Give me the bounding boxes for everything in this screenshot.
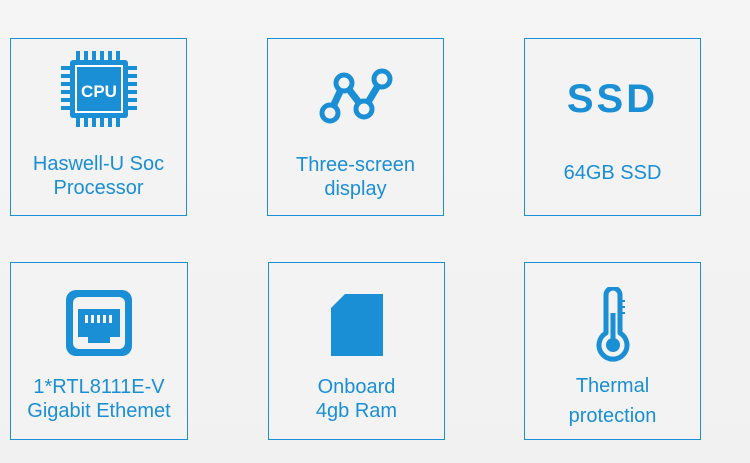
feature-label-line: display [324, 178, 387, 200]
feature-label-line: Processor [53, 177, 144, 199]
feature-label-ethernet: 1*RTL8111E-V Gigabit Ethemet [11, 375, 187, 423]
thermometer-icon [525, 287, 700, 363]
feature-label-line: Haswell-U Soc [32, 153, 165, 175]
ssd-icon-text: SSD [566, 77, 659, 121]
cpu-chip-text: CPU [81, 82, 117, 101]
cpu-chip-icon: CPU [11, 49, 186, 129]
feature-label-ram: Onboard 4gb Ram [269, 375, 444, 423]
ssd-text-icon: SSD [525, 77, 700, 122]
feature-label-cpu: Haswell-U Soc Processor [11, 152, 186, 200]
feature-label-line: protection [568, 405, 657, 427]
feature-card-ssd: SSD 64GB SSD [524, 38, 701, 216]
feature-label-line: Onboard [317, 376, 396, 398]
feature-label-line: 4gb Ram [315, 400, 398, 422]
feature-label-thermal: Thermal protection [525, 371, 700, 431]
feature-card-display: Three-screen display [267, 38, 444, 216]
feature-label-line: 1*RTL8111E-V [33, 376, 165, 398]
feature-card-ram: Onboard 4gb Ram [268, 262, 445, 440]
feature-label-line: Three-screen [296, 154, 415, 176]
feature-card-thermal: Thermal protection [524, 262, 701, 440]
feature-card-cpu: CPU Haswell-U Soc Processor [10, 38, 187, 216]
feature-label-ssd: 64GB SSD [525, 161, 700, 185]
feature-label-display: Three-screen display [268, 153, 443, 201]
feature-card-ethernet: 1*RTL8111E-V Gigabit Ethemet [10, 262, 188, 440]
feature-label-line: Gigabit Ethemet [27, 400, 171, 422]
ethernet-port-icon [11, 287, 187, 359]
line-graph-icon [268, 63, 443, 129]
feature-label-line: 64GB SSD [563, 162, 662, 184]
feature-label-line: Thermal [575, 375, 650, 397]
memory-card-icon [269, 294, 444, 356]
